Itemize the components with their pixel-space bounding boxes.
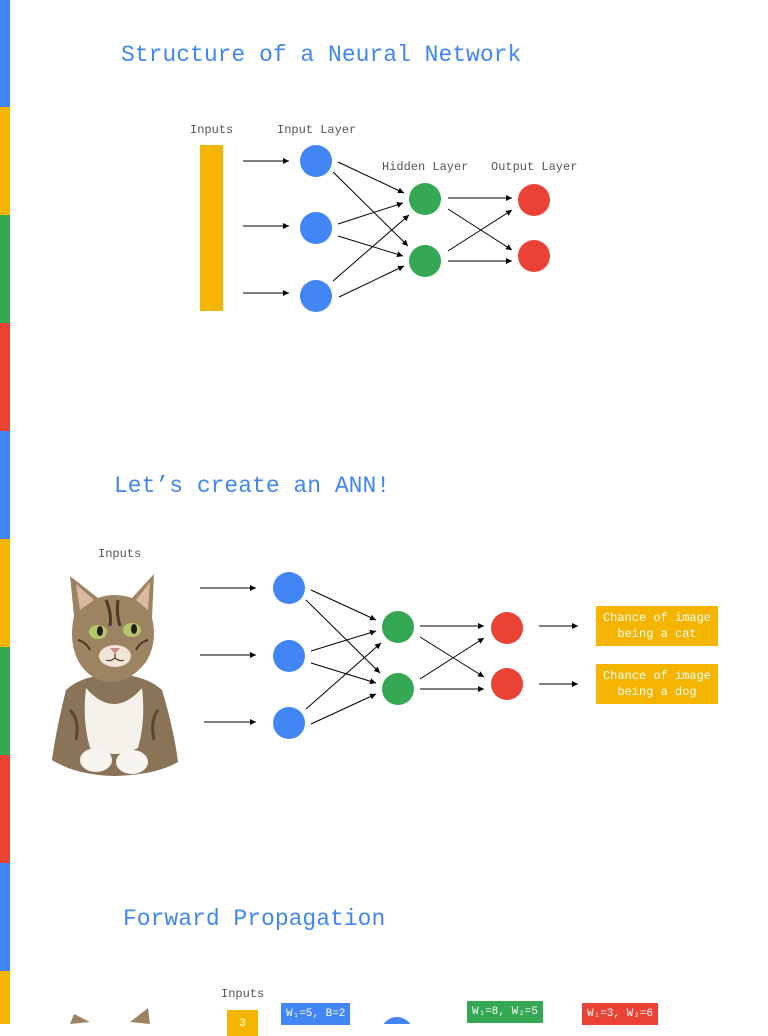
slide2-edge <box>305 599 381 674</box>
slide1-hidden-layer-label: Hidden Layer <box>382 160 469 174</box>
slide2-edge <box>419 636 485 678</box>
stripe-red-1 <box>0 323 10 431</box>
slide1-output-layer-label: Output Layer <box>491 160 578 174</box>
slide1-input-node <box>300 145 332 177</box>
slide1-edge <box>332 214 410 282</box>
stripe-red-2 <box>0 755 10 863</box>
stripe-yellow-1 <box>0 107 10 215</box>
slide3-network <box>383 1017 411 1024</box>
slide1-edge <box>337 235 404 258</box>
slide1-network <box>200 145 550 312</box>
slide1-edge <box>338 265 405 298</box>
weight-box-output-layer: W₁=3, W₂=6 <box>582 1003 659 1025</box>
weight-box-hidden-layer: W₁=8, W₂=5 <box>467 1001 544 1023</box>
slide3-title: Forward Propagation <box>123 906 386 932</box>
stripe-blue-1 <box>0 0 10 107</box>
output-box-dog: Chance of image being a dog <box>596 664 718 704</box>
slide2-edge <box>310 662 377 685</box>
slide1-edge <box>337 161 405 194</box>
output-box-cat: Chance of image being a cat <box>596 606 718 646</box>
slide2-output-node <box>491 668 523 700</box>
stripe-blue-3 <box>0 863 10 971</box>
slide2-input-node <box>273 640 305 672</box>
slide2-input-node <box>273 707 305 739</box>
slide1-title: Structure of a Neural Network <box>121 42 522 68</box>
slide2-title: Let’s create an ANN! <box>114 473 391 499</box>
slide2-edge <box>310 589 377 621</box>
slide2-inputs-label: Inputs <box>98 547 142 561</box>
slide1-inputs-label: Inputs <box>190 123 234 137</box>
stripe-blue-2 <box>0 431 10 539</box>
slide3-inputs-label: Inputs <box>221 987 265 1001</box>
slide3-input-node <box>383 1017 411 1024</box>
slide2-edge <box>310 693 377 725</box>
slide1-input-layer-label: Input Layer <box>277 123 357 137</box>
slide2-edge <box>305 642 382 710</box>
slide2-edge <box>419 637 485 680</box>
slide2-hidden-node <box>382 611 414 643</box>
slide1-input-bar <box>200 145 223 311</box>
cat-image-partial <box>70 1008 150 1024</box>
slide2-output-node <box>491 612 523 644</box>
cat-image <box>52 574 178 776</box>
stripe-green-1 <box>0 215 10 323</box>
stripe-green-2 <box>0 647 10 755</box>
slide2-input-node <box>273 572 305 604</box>
slide1-edge <box>447 209 513 252</box>
slide2-hidden-node <box>382 673 414 705</box>
weight-box-input-layer: W₁=5, B=2 <box>281 1003 351 1025</box>
slide1-edge <box>332 171 409 247</box>
stripe-yellow-3 <box>0 971 10 1024</box>
stripe-yellow-2 <box>0 539 10 647</box>
slide1-hidden-node <box>409 245 441 277</box>
slide1-output-node <box>518 240 550 272</box>
slide1-input-node <box>300 280 332 312</box>
slide2-edge <box>310 629 377 652</box>
slide2-network <box>200 572 578 739</box>
slide1-edge <box>447 208 513 251</box>
slide1-edge <box>337 201 404 225</box>
slide1-hidden-node <box>409 183 441 215</box>
slide1-input-node <box>300 212 332 244</box>
slide1-output-node <box>518 184 550 216</box>
